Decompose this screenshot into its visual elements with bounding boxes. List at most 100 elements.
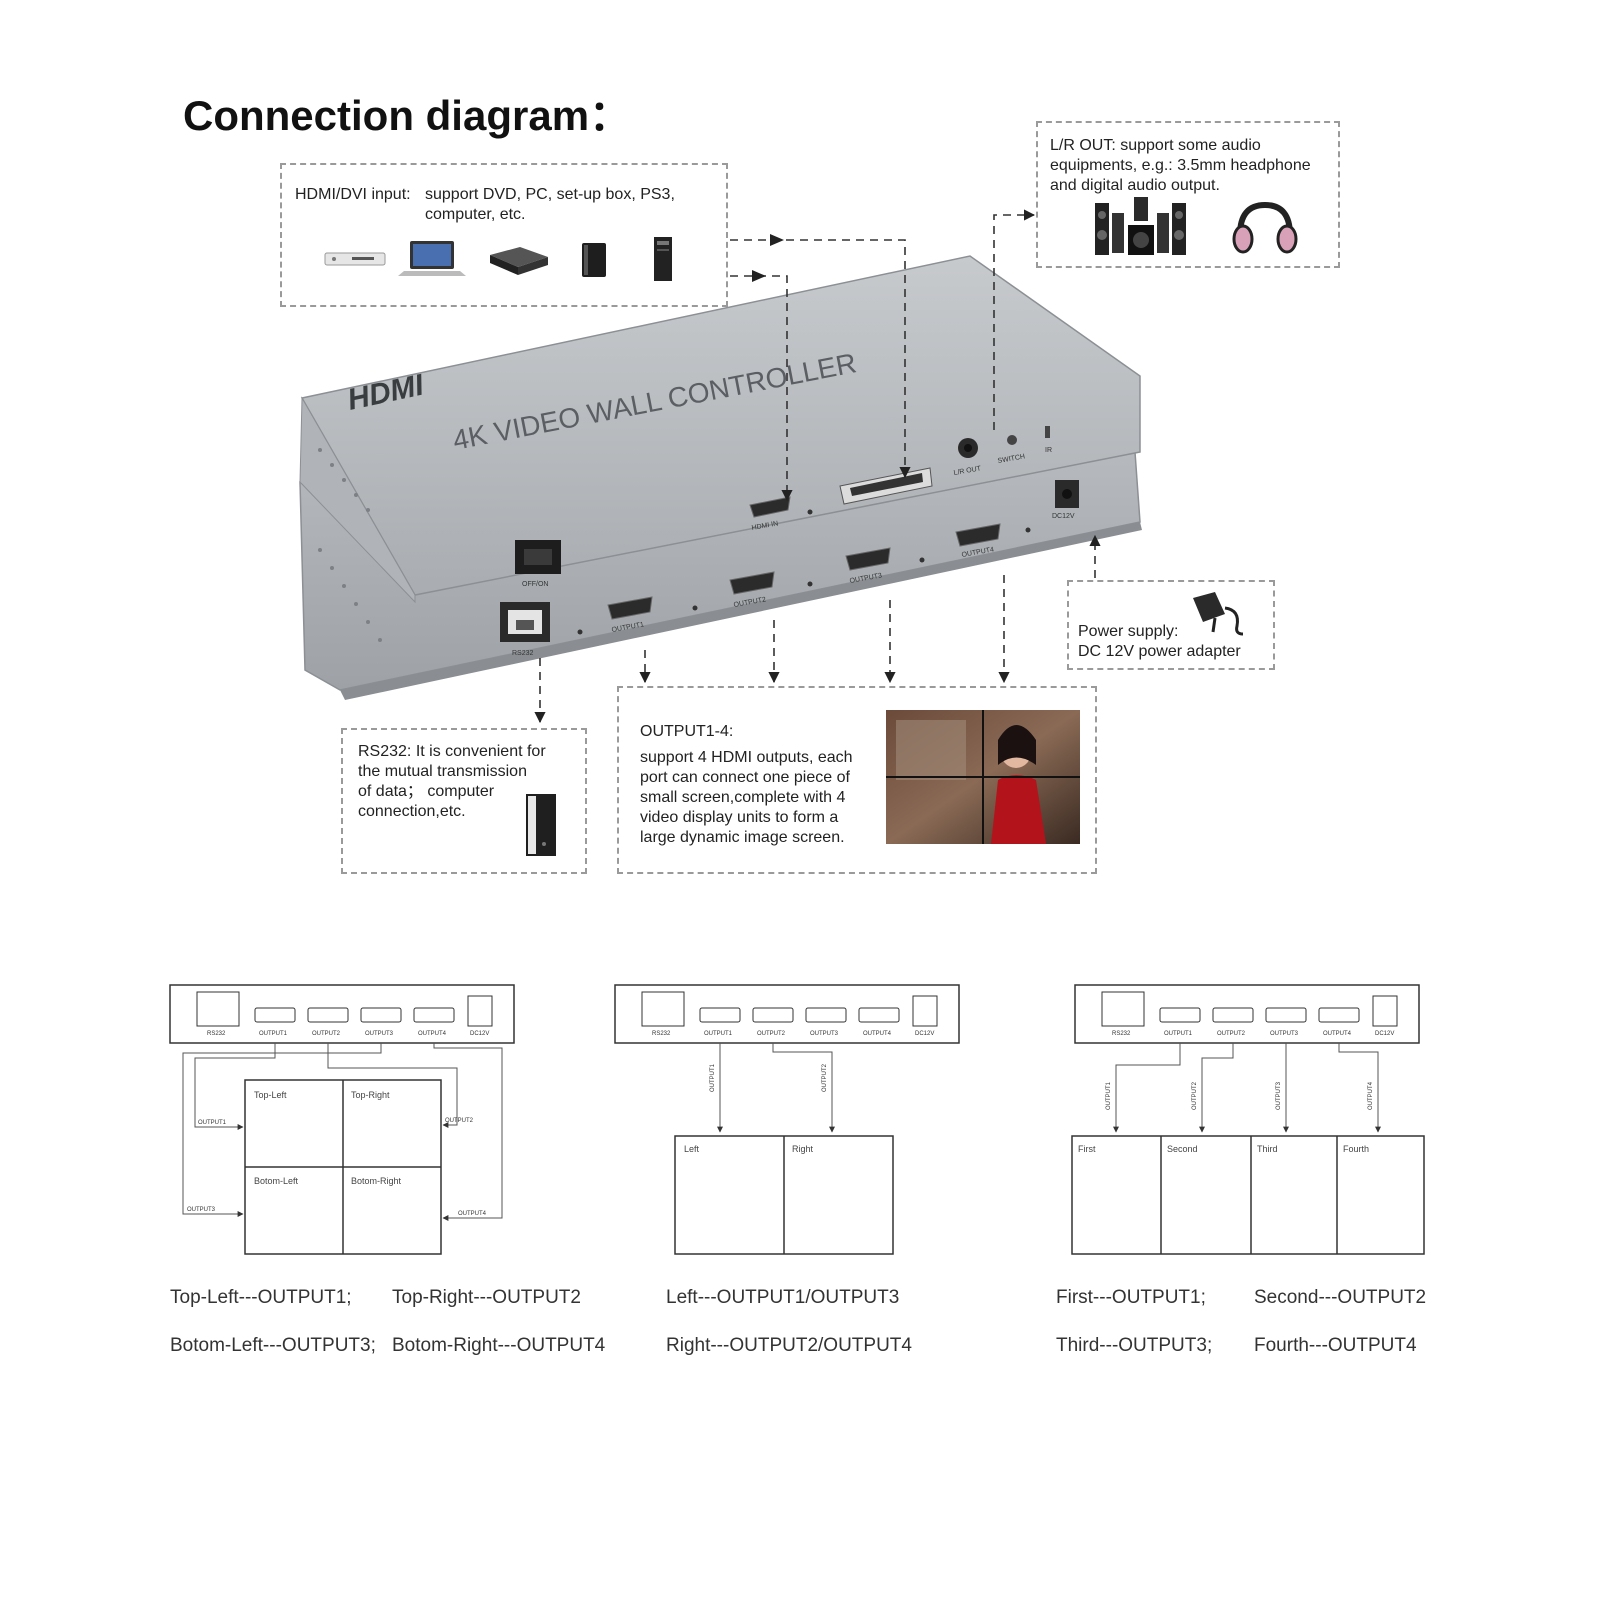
outputs-line3: small screen,complete with 4 xyxy=(640,789,846,806)
hdmi-in-port[interactable]: HDMI IN xyxy=(749,496,791,532)
svg-text:OUTPUT3: OUTPUT3 xyxy=(187,1207,216,1213)
svg-text:DC12V: DC12V xyxy=(1375,1031,1394,1037)
svg-text:OUTPUT4: OUTPUT4 xyxy=(863,1031,892,1037)
legend-2x2-line1b: Top-Right---OUTPUT2 xyxy=(392,1287,581,1308)
connector-lines xyxy=(534,209,1101,724)
schematic-1x2: RS232 OUTPUT1 OUTPUT2 OUTPUT3 OUTPUT4 DC… xyxy=(614,984,960,1255)
laptop-icon xyxy=(398,241,466,276)
power-line1: Power supply: xyxy=(1078,623,1179,640)
cell-first: First xyxy=(1078,1144,1096,1154)
wall-1x4: First Second Third Fourth xyxy=(1071,1135,1425,1255)
svg-text:OUTPUT3: OUTPUT3 xyxy=(1276,1081,1282,1110)
svg-text:OUTPUT2: OUTPUT2 xyxy=(822,1063,828,1092)
rs232-line3: of data； computer xyxy=(358,783,495,800)
rs232-line4: connection,etc. xyxy=(358,803,466,820)
source-devices xyxy=(324,237,672,281)
rs232-port[interactable]: RS232 xyxy=(500,602,550,657)
svg-text:OFF/ON: OFF/ON xyxy=(522,581,548,588)
svg-text:OUTPUT3: OUTPUT3 xyxy=(365,1031,394,1037)
svg-text:OUTPUT2: OUTPUT2 xyxy=(1192,1081,1198,1110)
svg-text:RS232: RS232 xyxy=(512,650,534,657)
hdmi-input-text: HDMI/DVI input: xyxy=(295,185,411,205)
power-switch[interactable]: OFF/ON xyxy=(515,540,561,588)
power-text: Power supply: DC 12V power adapter xyxy=(1078,622,1241,662)
speaker-system-icon xyxy=(1095,197,1186,255)
outputs-text: OUTPUT1-4: support 4 HDMI outputs, each … xyxy=(640,722,853,848)
schematic-1x2-device: RS232 OUTPUT1 OUTPUT2 OUTPUT3 OUTPUT4 DC… xyxy=(614,984,960,1044)
hdmi-input-description: support DVD, PC, set-up box, PS3, comput… xyxy=(425,185,675,225)
cell-bottom-right: Botom-Right xyxy=(351,1176,402,1186)
schematic-2x2: RS232 OUTPUT1 OUTPUT2 OUTPUT3 OUTPUT4 DC… xyxy=(169,984,515,1255)
pc-tower-icon xyxy=(654,237,672,281)
outputs-callout xyxy=(617,686,1097,874)
outputs-line5: large dynamic image screen. xyxy=(640,829,845,846)
cell-top-left: Top-Left xyxy=(254,1090,287,1100)
cell-left: Left xyxy=(684,1144,700,1154)
svg-text:OUTPUT4: OUTPUT4 xyxy=(458,1211,487,1217)
hdmi-input-callout xyxy=(280,163,728,307)
lr-out-line3: and digital audio output. xyxy=(1050,177,1220,194)
legend-1x4-line1a: First---OUTPUT1; xyxy=(1056,1287,1206,1308)
lr-out-jack[interactable]: L/R OUT xyxy=(953,438,982,477)
video-wall-controller-device: HDMI 4K VIDEO WALL CONTROLLER HDMI IN L/… xyxy=(299,255,1142,700)
cell-top-right: Top-Right xyxy=(351,1090,390,1100)
svg-text:OUTPUT1: OUTPUT1 xyxy=(198,1120,227,1126)
wall-2x2: Top-Left Top-Right Botom-Left Botom-Righ… xyxy=(244,1079,442,1255)
svg-text:RS232: RS232 xyxy=(1112,1031,1131,1037)
svg-text:L/R OUT: L/R OUT xyxy=(953,465,982,477)
svg-text:DC12V: DC12V xyxy=(470,1031,489,1037)
svg-text:OUTPUT3: OUTPUT3 xyxy=(1270,1031,1299,1037)
svg-text:DC12V: DC12V xyxy=(1052,513,1075,520)
cell-second: Second xyxy=(1167,1144,1198,1154)
rs232-line2: the mutual transmission xyxy=(358,763,527,780)
svg-text:OUTPUT2: OUTPUT2 xyxy=(445,1118,474,1124)
svg-text:RS232: RS232 xyxy=(207,1031,226,1037)
set-top-box-icon xyxy=(490,247,548,275)
legend-1x2-line1: Left---OUTPUT1/OUTPUT3 xyxy=(666,1287,900,1308)
svg-text:OUTPUT4: OUTPUT4 xyxy=(418,1031,447,1037)
svg-text:OUTPUT2: OUTPUT2 xyxy=(757,1031,786,1037)
power-callout xyxy=(1067,580,1275,670)
outputs-line4: video display units to form a xyxy=(640,809,839,826)
outputs-heading: OUTPUT1-4: xyxy=(640,723,734,740)
svg-text:OUTPUT3: OUTPUT3 xyxy=(810,1031,839,1037)
legend-1x4-line1b: Second---OUTPUT2 xyxy=(1254,1287,1427,1308)
schematic-2x2-device: RS232 OUTPUT1 OUTPUT2 OUTPUT3 OUTPUT4 DC… xyxy=(169,984,515,1044)
svg-text:OUTPUT2: OUTPUT2 xyxy=(312,1031,341,1037)
svg-text:OUTPUT1: OUTPUT1 xyxy=(1164,1031,1193,1037)
svg-text:OUTPUT1: OUTPUT1 xyxy=(259,1031,288,1037)
lr-out-line1: L/R OUT: support some audio xyxy=(1050,137,1261,154)
svg-text:HDMI IN: HDMI IN xyxy=(751,520,779,532)
video-wall-photo xyxy=(886,710,1080,844)
svg-text:OUTPUT1: OUTPUT1 xyxy=(1106,1081,1112,1110)
cell-fourth: Fourth xyxy=(1343,1144,1369,1154)
lr-out-callout xyxy=(1036,121,1340,268)
rs232-line1: RS232: It is convenient for xyxy=(358,743,546,760)
legend-1x4-line2b: Fourth---OUTPUT4 xyxy=(1254,1335,1417,1356)
ir-receiver: IR xyxy=(1045,426,1052,454)
schematic-1x4-device: RS232 OUTPUT1 OUTPUT2 OUTPUT3 OUTPUT4 DC… xyxy=(1074,984,1420,1044)
hdmi-input-line1: support DVD, PC, set-up box, PS3, xyxy=(425,186,675,203)
dvd-player-icon xyxy=(324,252,386,266)
rs232-text: RS232: It is convenient for the mutual t… xyxy=(358,742,546,822)
svg-text:OUTPUT4: OUTPUT4 xyxy=(1368,1081,1374,1110)
rs232-callout xyxy=(341,728,587,874)
svg-text:DC12V: DC12V xyxy=(915,1031,934,1037)
cell-bottom-left: Botom-Left xyxy=(254,1176,299,1186)
legend-1x2-line2: Right---OUTPUT2/OUTPUT4 xyxy=(666,1335,912,1356)
headphones-icon xyxy=(1232,201,1298,254)
dc12v-port[interactable]: DC12V xyxy=(1052,480,1079,520)
legend-2x2-line2b: Botom-Right---OUTPUT4 xyxy=(392,1335,606,1356)
switch-button[interactable]: SWITCH xyxy=(997,435,1026,465)
svg-text:RS232: RS232 xyxy=(652,1031,671,1037)
legend-2x2-line2a: Botom-Left---OUTPUT3; xyxy=(170,1335,376,1356)
cell-right: Right xyxy=(792,1144,814,1154)
svg-text:OUTPUT2: OUTPUT2 xyxy=(1217,1031,1246,1037)
outputs-line2: port can connect one piece of xyxy=(640,769,850,786)
wall-1x2: Left Right xyxy=(674,1135,894,1255)
lr-out-text: L/R OUT: support some audio equipments, … xyxy=(1050,136,1311,196)
outputs-line1: support 4 HDMI outputs, each xyxy=(640,749,853,766)
cell-third: Third xyxy=(1257,1144,1278,1154)
audio-devices xyxy=(1095,197,1298,255)
svg-text:IR: IR xyxy=(1045,447,1052,454)
